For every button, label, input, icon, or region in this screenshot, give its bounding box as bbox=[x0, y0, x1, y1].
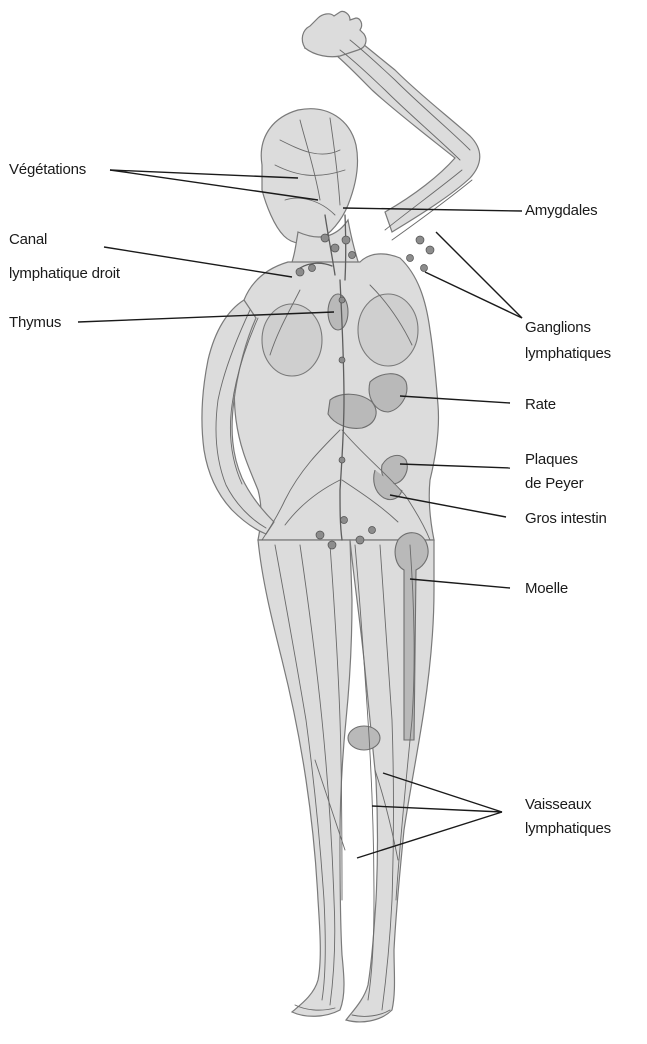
head bbox=[261, 109, 357, 244]
raised-hand bbox=[302, 11, 366, 56]
label-amygdales: Amygdales bbox=[525, 199, 597, 223]
label-ganglions-line1: Ganglions bbox=[525, 316, 591, 340]
label-canal-line2: lymphatique droit bbox=[9, 262, 120, 286]
label-moelle: Moelle bbox=[525, 577, 568, 601]
label-vaisseaux-line2: lymphatiques bbox=[525, 817, 611, 841]
label-gros-intestin: Gros intestin bbox=[525, 507, 607, 531]
label-canal-line1: Canal bbox=[9, 228, 47, 252]
label-plaques-line1: Plaques bbox=[525, 448, 578, 472]
label-plaques-line2: de Peyer bbox=[525, 472, 583, 496]
right-leg bbox=[346, 540, 434, 1022]
label-vaisseaux-line1: Vaisseaux bbox=[525, 793, 591, 817]
leader-canal bbox=[104, 247, 292, 277]
label-vegetations: Végétations bbox=[9, 158, 86, 182]
knee-organ bbox=[348, 726, 380, 750]
label-rate: Rate bbox=[525, 393, 556, 417]
label-ganglions-line2: lymphatiques bbox=[525, 342, 611, 366]
leader-ganglions-2 bbox=[425, 272, 522, 318]
right-breast bbox=[358, 294, 418, 366]
label-thymus: Thymus bbox=[9, 311, 61, 335]
leader-ganglions-1 bbox=[436, 232, 522, 318]
left-leg bbox=[258, 540, 352, 1016]
